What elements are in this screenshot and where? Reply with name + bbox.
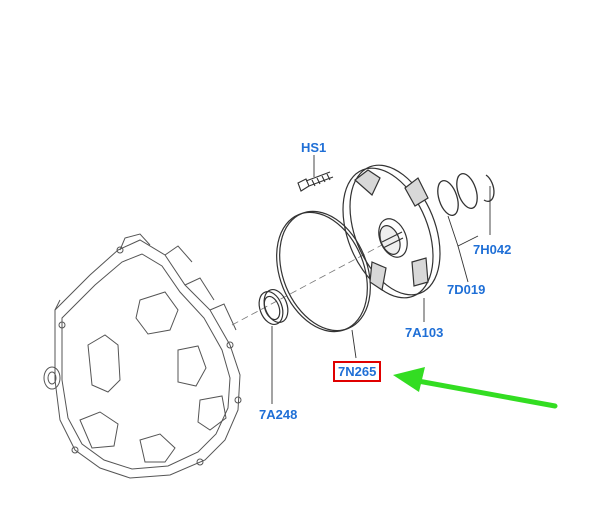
callout-7d019[interactable]: 7D019 xyxy=(447,282,486,297)
callout-7h042[interactable]: 7H042 xyxy=(473,242,512,257)
snap-ring-7h042 xyxy=(483,174,495,202)
seal-7a248 xyxy=(258,288,289,326)
callout-hs1[interactable]: HS1 xyxy=(301,140,327,155)
green-pointer-arrow xyxy=(393,367,558,409)
leader-lines xyxy=(271,155,491,404)
callout-7a103[interactable]: 7A103 xyxy=(405,325,444,340)
assembly-axis xyxy=(231,237,396,326)
seal-rings-7d019 xyxy=(437,173,478,216)
bolt-hs1 xyxy=(297,171,334,192)
transmission-housing xyxy=(43,233,242,479)
callout-7n265-highlighted[interactable]: 7N265 xyxy=(333,361,382,382)
pump-cover-7a103 xyxy=(342,164,441,299)
o-ring-7n265 xyxy=(276,210,371,333)
callout-7a248[interactable]: 7A248 xyxy=(259,407,298,422)
